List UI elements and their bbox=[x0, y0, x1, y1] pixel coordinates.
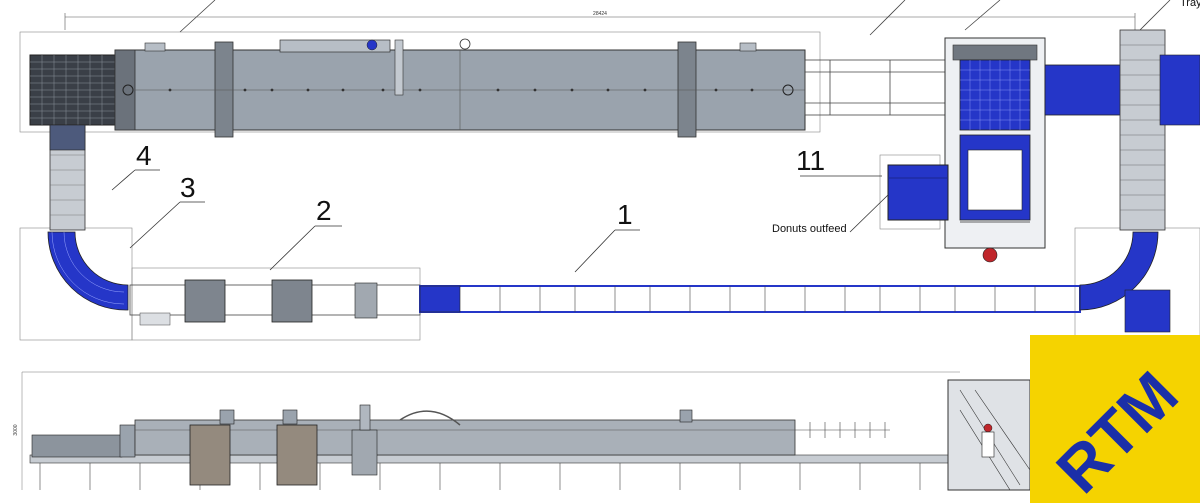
fryer-body bbox=[114, 38, 806, 138]
left-vertical-conveyor bbox=[49, 124, 86, 231]
bottom-left-section bbox=[129, 279, 421, 326]
callout-number-1: 1 bbox=[617, 199, 633, 230]
donuts-outfeed-unit bbox=[887, 164, 949, 221]
fryer-infeed-grid bbox=[29, 54, 116, 126]
plan-view: 28424 Tray bbox=[19, 0, 1200, 341]
donuts-outfeed-callout: Donuts outfeed bbox=[772, 194, 889, 235]
rtm-logo: RTM bbox=[1030, 335, 1200, 503]
height-dim-label: 3000 bbox=[13, 424, 19, 435]
callout-number-11: 11 bbox=[796, 145, 825, 176]
tray-loader-station bbox=[944, 37, 1046, 263]
overall-length-label: 28424 bbox=[593, 11, 607, 17]
donuts-outfeed-label: Donuts outfeed bbox=[772, 223, 847, 235]
fryer-outfeed-rails bbox=[804, 59, 946, 116]
elevation-view: 3000 bbox=[13, 371, 1031, 491]
callout-number-2: 2 bbox=[316, 195, 332, 226]
tray-label: Tray bbox=[1180, 0, 1200, 9]
left-curve-conveyor bbox=[47, 231, 129, 311]
callout-3: 3 bbox=[129, 172, 205, 249]
right-curve-conveyor bbox=[1079, 231, 1171, 333]
callout-1: 1 bbox=[574, 199, 640, 273]
callout-11: 11 bbox=[796, 145, 882, 177]
callout-number-4: 4 bbox=[136, 140, 152, 171]
right-vertical-conveyor bbox=[1044, 29, 1200, 231]
bottom-long-conveyor bbox=[419, 285, 1081, 313]
overall-dimension: 28424 bbox=[64, 11, 1136, 30]
callout-4: 4 bbox=[111, 140, 160, 191]
callout-number-3: 3 bbox=[180, 172, 196, 203]
callout-2: 2 bbox=[269, 195, 342, 271]
